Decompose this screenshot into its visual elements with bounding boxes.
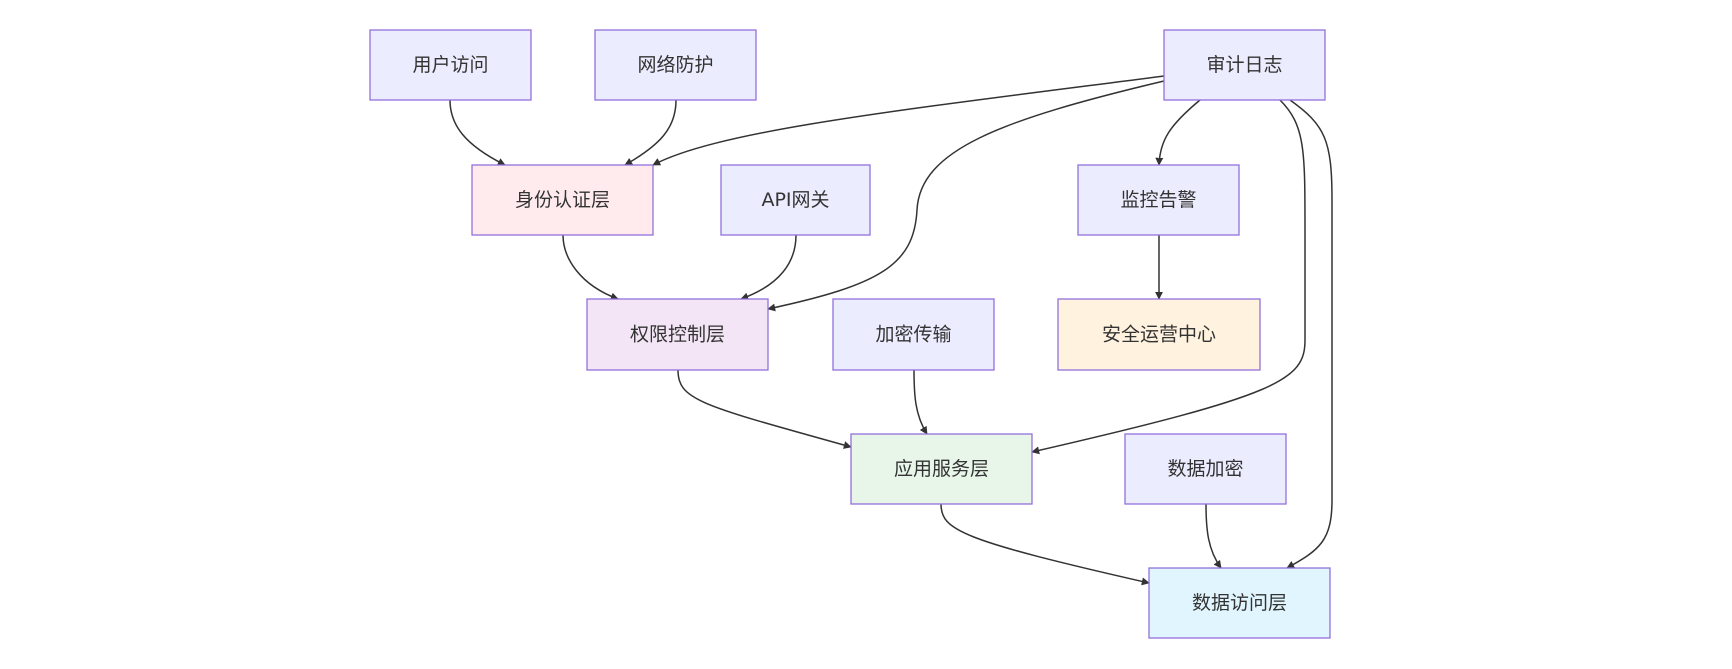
node-net[interactable]: 网络防护	[594, 29, 757, 101]
edge-net-to-auth	[624, 99, 677, 166]
node-label: 身份认证层	[515, 189, 610, 211]
node-label: API网关	[761, 189, 829, 211]
node-label: 数据访问层	[1192, 592, 1287, 614]
node-perm[interactable]: 权限控制层	[586, 298, 769, 371]
node-box	[471, 164, 654, 236]
node-box	[1163, 29, 1326, 101]
node-label: 审计日志	[1206, 54, 1282, 76]
edge-audit-to-auth	[652, 75, 1165, 166]
node-enctrans[interactable]: 加密传输	[832, 298, 995, 371]
node-box	[369, 29, 532, 101]
node-box	[720, 164, 871, 236]
node-box	[850, 433, 1033, 505]
node-label: 权限控制层	[630, 324, 725, 346]
node-box	[1077, 164, 1240, 236]
edge-api-to-perm	[740, 234, 797, 301]
edge-audit-to-monitor	[1155, 99, 1201, 166]
node-data[interactable]: 数据访问层	[1148, 567, 1331, 639]
node-monitor[interactable]: 监控告警	[1077, 164, 1240, 236]
node-label: 加密传输	[875, 324, 951, 346]
edge-audit-to-perm	[767, 80, 1165, 312]
node-box	[1057, 298, 1261, 371]
edge-audit-to-app	[1031, 99, 1306, 455]
node-box	[586, 298, 769, 371]
node-user[interactable]: 用户访问	[369, 29, 532, 101]
node-auth[interactable]: 身份认证层	[471, 164, 654, 236]
edges-layer	[449, 75, 1333, 586]
node-api[interactable]: API网关	[720, 164, 871, 236]
edge-dataenc-to-data	[1205, 503, 1222, 569]
node-box	[594, 29, 757, 101]
node-box	[832, 298, 995, 371]
node-box	[1124, 433, 1287, 505]
node-label: 网络防护	[637, 54, 713, 76]
node-box	[1148, 567, 1331, 639]
edge-user-to-auth	[449, 99, 506, 166]
node-label: 监控告警	[1120, 189, 1196, 211]
node-dataenc[interactable]: 数据加密	[1124, 433, 1287, 505]
node-label: 应用服务层	[894, 458, 989, 480]
edge-enctrans-to-app	[913, 369, 928, 435]
edge-auth-to-perm	[562, 234, 619, 301]
node-app[interactable]: 应用服务层	[850, 433, 1033, 505]
node-soc[interactable]: 安全运营中心	[1057, 298, 1261, 371]
node-label: 数据加密	[1167, 458, 1243, 480]
edge-perm-to-app	[677, 369, 852, 449]
node-label: 用户访问	[412, 54, 488, 76]
node-label: 安全运营中心	[1102, 324, 1216, 346]
edge-app-to-data	[940, 503, 1150, 586]
edge-audit-to-data	[1286, 99, 1333, 569]
node-audit[interactable]: 审计日志	[1163, 29, 1326, 101]
